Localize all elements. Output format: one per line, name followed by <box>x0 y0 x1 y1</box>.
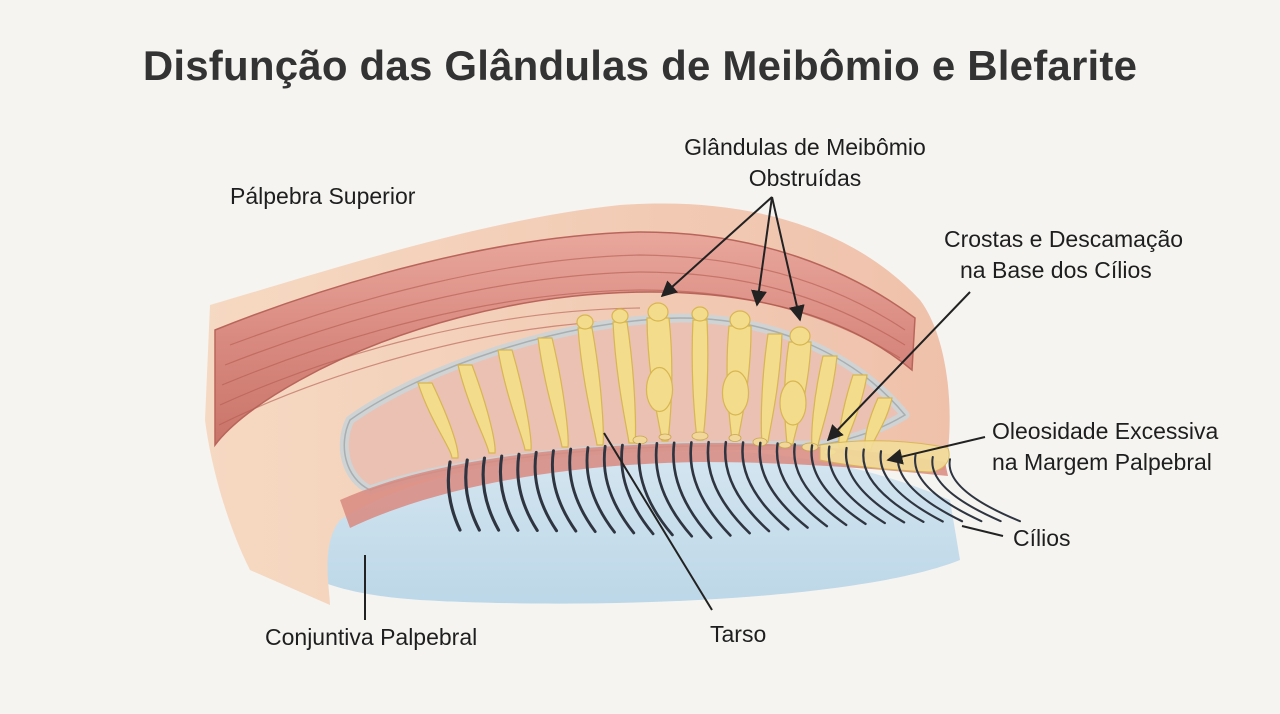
eyelash <box>775 442 829 528</box>
gland-distended-segment <box>645 366 674 413</box>
eyelash <box>602 444 636 535</box>
eyelash <box>914 453 983 523</box>
meibomian-gland-duct <box>417 382 459 459</box>
gland-orifice-plug <box>691 306 709 322</box>
eyelash <box>879 450 944 523</box>
label-crusts-line1: Crostas e Descamação <box>944 226 1184 252</box>
meibomian-gland-duct <box>537 337 569 448</box>
meibomian-gland-duct <box>760 333 783 443</box>
eyelash <box>948 458 1021 523</box>
eyelash <box>672 441 713 540</box>
gland-orifice-plug <box>611 308 629 324</box>
eyelash <box>464 458 481 532</box>
label-lashes-text: Cílios <box>1013 525 1071 551</box>
eyelash <box>741 441 790 531</box>
meibomian-gland-duct <box>577 327 604 446</box>
muscle-fibers <box>218 254 906 426</box>
eyelash <box>689 441 732 537</box>
eyelash <box>810 444 867 526</box>
eyelash <box>931 456 1002 523</box>
label-excess-oil: Oleosidade Excessiva na Margem Palpebral <box>992 416 1218 478</box>
label-meibomian-glands-line1: Glândulas de Meibômio <box>684 134 926 160</box>
label-meibomian-glands-line2: Obstruídas <box>748 165 862 191</box>
eyelash <box>844 446 906 524</box>
label-crusts: Crostas e Descamação na Base dos Cílios <box>944 224 1183 286</box>
meibomian-gland-duct <box>497 349 532 451</box>
label-excess-oil-line2: na Margem Palpebral <box>992 449 1212 475</box>
eyelash <box>568 447 597 534</box>
label-conjunctiva: Conjuntiva Palpebral <box>265 622 477 653</box>
eyelash <box>446 460 462 532</box>
eyelash <box>637 442 674 537</box>
label-lashes: Cílios <box>1013 523 1071 554</box>
gland-orifice-plug <box>647 302 669 322</box>
eyelash <box>862 448 925 523</box>
excess-oil <box>819 440 950 473</box>
eyelash <box>827 445 886 525</box>
eyelash <box>533 450 559 533</box>
label-tarsus: Tarso <box>710 619 766 650</box>
eyelash <box>723 440 771 533</box>
eyelash <box>550 449 578 533</box>
label-upper-eyelid-text: Pálpebra Superior <box>230 183 416 209</box>
eyelash <box>706 440 751 535</box>
gland-distended-segment <box>721 370 750 416</box>
eyelash <box>654 442 694 538</box>
label-crusts-line2: na Base dos Cílios <box>960 257 1152 283</box>
label-tarsus-text: Tarso <box>710 621 767 647</box>
gland-orifice-plug <box>729 310 751 330</box>
eyelash <box>585 446 616 534</box>
label-excess-oil-line1: Oleosidade Excessiva <box>992 418 1219 444</box>
gland-distended-segment <box>779 380 807 426</box>
eyelash <box>498 454 520 532</box>
eyelash <box>516 452 539 532</box>
label-conjunctiva-text: Conjuntiva Palpebral <box>265 624 478 650</box>
label-meibomian-glands: Glândulas de Meibômio Obstruídas <box>660 132 950 194</box>
label-upper-eyelid: Pálpebra Superior <box>230 181 415 212</box>
leader-lines <box>364 196 1004 620</box>
page-title: Disfunção das Glândulas de Meibômio e Bl… <box>142 42 1138 89</box>
meibomian-glands <box>417 302 893 459</box>
eyelash <box>758 441 809 529</box>
eyelash <box>793 443 848 527</box>
eyelash <box>481 456 501 532</box>
eyelash <box>620 443 655 536</box>
meibomian-gland-duct <box>457 364 496 454</box>
gland-orifice-plug <box>576 314 594 330</box>
gland-orifice-plug <box>789 326 811 346</box>
